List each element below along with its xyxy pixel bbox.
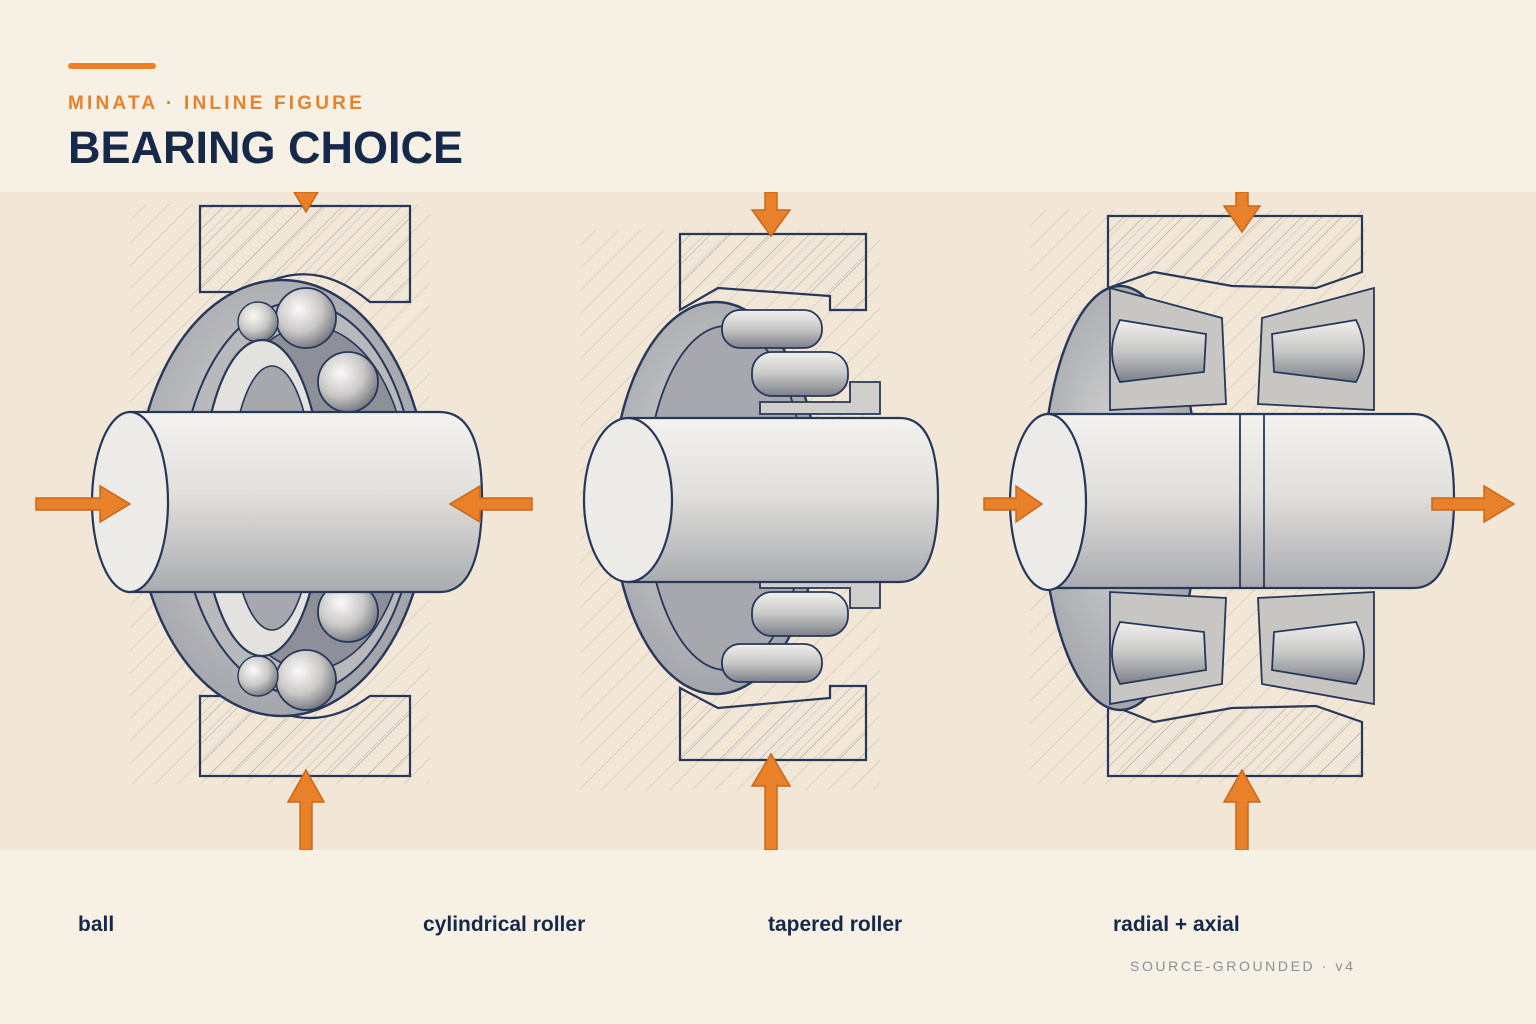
load-arrows [750,192,792,850]
housing-bottom [678,684,868,762]
shaft-end-face [582,416,674,584]
footer-source-tag: SOURCE-GROUNDED · v4 [1130,958,1356,974]
arrow-right-icon [1431,484,1516,524]
arrow-down-icon [1222,192,1262,234]
load-arrows [35,192,533,850]
caption-tapered-roller: tapered roller [768,913,903,936]
tapered-roller-drawing [983,192,1516,850]
cylindrical-roller-drawing [580,192,940,850]
arrow-right-icon [983,484,1044,524]
shaft [90,410,484,594]
page-title: BEARING CHOICE [68,122,464,173]
housing-top [678,232,868,312]
arrow-left-icon [448,484,533,524]
arrow-down-icon [750,192,792,238]
tapered-rollers [1109,286,1375,706]
arrow-right-icon [35,484,132,524]
tapered-roller-element [1111,621,1207,685]
eyebrow-label: MINATA · INLINE FIGURE [68,93,365,114]
bearing-figure [0,192,1536,850]
tapered-roller-element [1271,621,1365,685]
ball-element [275,287,337,349]
arrow-down-icon [293,192,319,214]
arrow-up-icon [286,768,326,850]
caption-radial-axial: radial + axial [1113,913,1240,936]
tapered-roller-element [1111,319,1207,383]
ball-element [317,351,379,413]
tapered-roller-element [1271,319,1365,383]
housing-bottom [1106,702,1364,778]
shaft [1008,412,1456,592]
header-accent-bar [68,63,156,69]
caption-cylindrical-roller: cylindrical roller [423,913,586,936]
ball-element [237,655,279,697]
rollers [721,309,849,683]
ball-element [237,301,279,343]
roller-element [751,351,849,397]
caption-ball: ball [78,913,115,936]
roller-element [751,591,849,637]
arrow-up-icon [1222,768,1262,850]
load-arrows [983,192,1516,850]
arrow-up-icon [750,752,792,850]
roller-element [721,643,823,683]
roller-element [721,309,823,349]
ball-bearing-drawing [35,192,533,850]
ball-element [275,649,337,711]
shaft [582,416,940,584]
